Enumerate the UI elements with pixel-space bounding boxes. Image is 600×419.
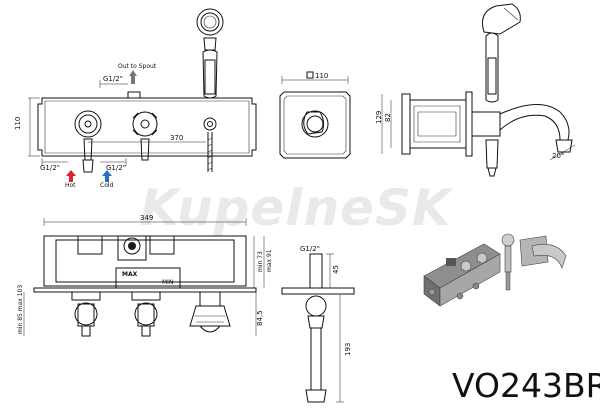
- body-max91: max 91: [266, 249, 273, 272]
- model-code: VO243BR: [452, 366, 600, 405]
- body-dim-845: 84,5: [256, 310, 264, 326]
- front-width-dim: 370: [170, 134, 183, 142]
- front-view: [28, 8, 257, 173]
- spout-dim45: 45: [332, 265, 340, 274]
- min-label: MIN: [162, 279, 173, 286]
- spout-thread: G1/2": [300, 245, 320, 253]
- body-min73: min 73: [257, 251, 264, 272]
- watermark-text: KupelneSK: [140, 179, 454, 237]
- out-to-spout-label: Out to Spout: [118, 63, 157, 70]
- spout-view: [281, 253, 355, 403]
- spout-dim193: 193: [344, 343, 352, 356]
- square-dim: 110: [315, 72, 328, 80]
- cold-label: Cold: [100, 182, 114, 189]
- square-view: [279, 71, 351, 159]
- cold-arrow-icon: [102, 170, 112, 182]
- right-thread-label: G1/2": [106, 164, 126, 172]
- body-min-max-left: min 85 max 103: [17, 285, 24, 334]
- front-height-dim: 110: [14, 117, 22, 130]
- hot-label: Hot: [65, 182, 76, 189]
- left-thread-label: G1/2": [40, 164, 60, 172]
- top-thread-label: G1/2": [103, 75, 123, 83]
- max-label: MAX: [122, 271, 138, 278]
- side-dim-b: 82: [384, 113, 392, 122]
- body-width-dim: 349: [140, 214, 153, 222]
- product-render-3d: [423, 233, 567, 307]
- side-view: [381, 3, 576, 177]
- side-angle: 20°: [552, 152, 564, 160]
- hot-arrow-icon: [66, 170, 76, 182]
- up-arrow-icon: [129, 70, 137, 84]
- side-dim-a: 129: [375, 111, 383, 124]
- body-view: [23, 218, 265, 337]
